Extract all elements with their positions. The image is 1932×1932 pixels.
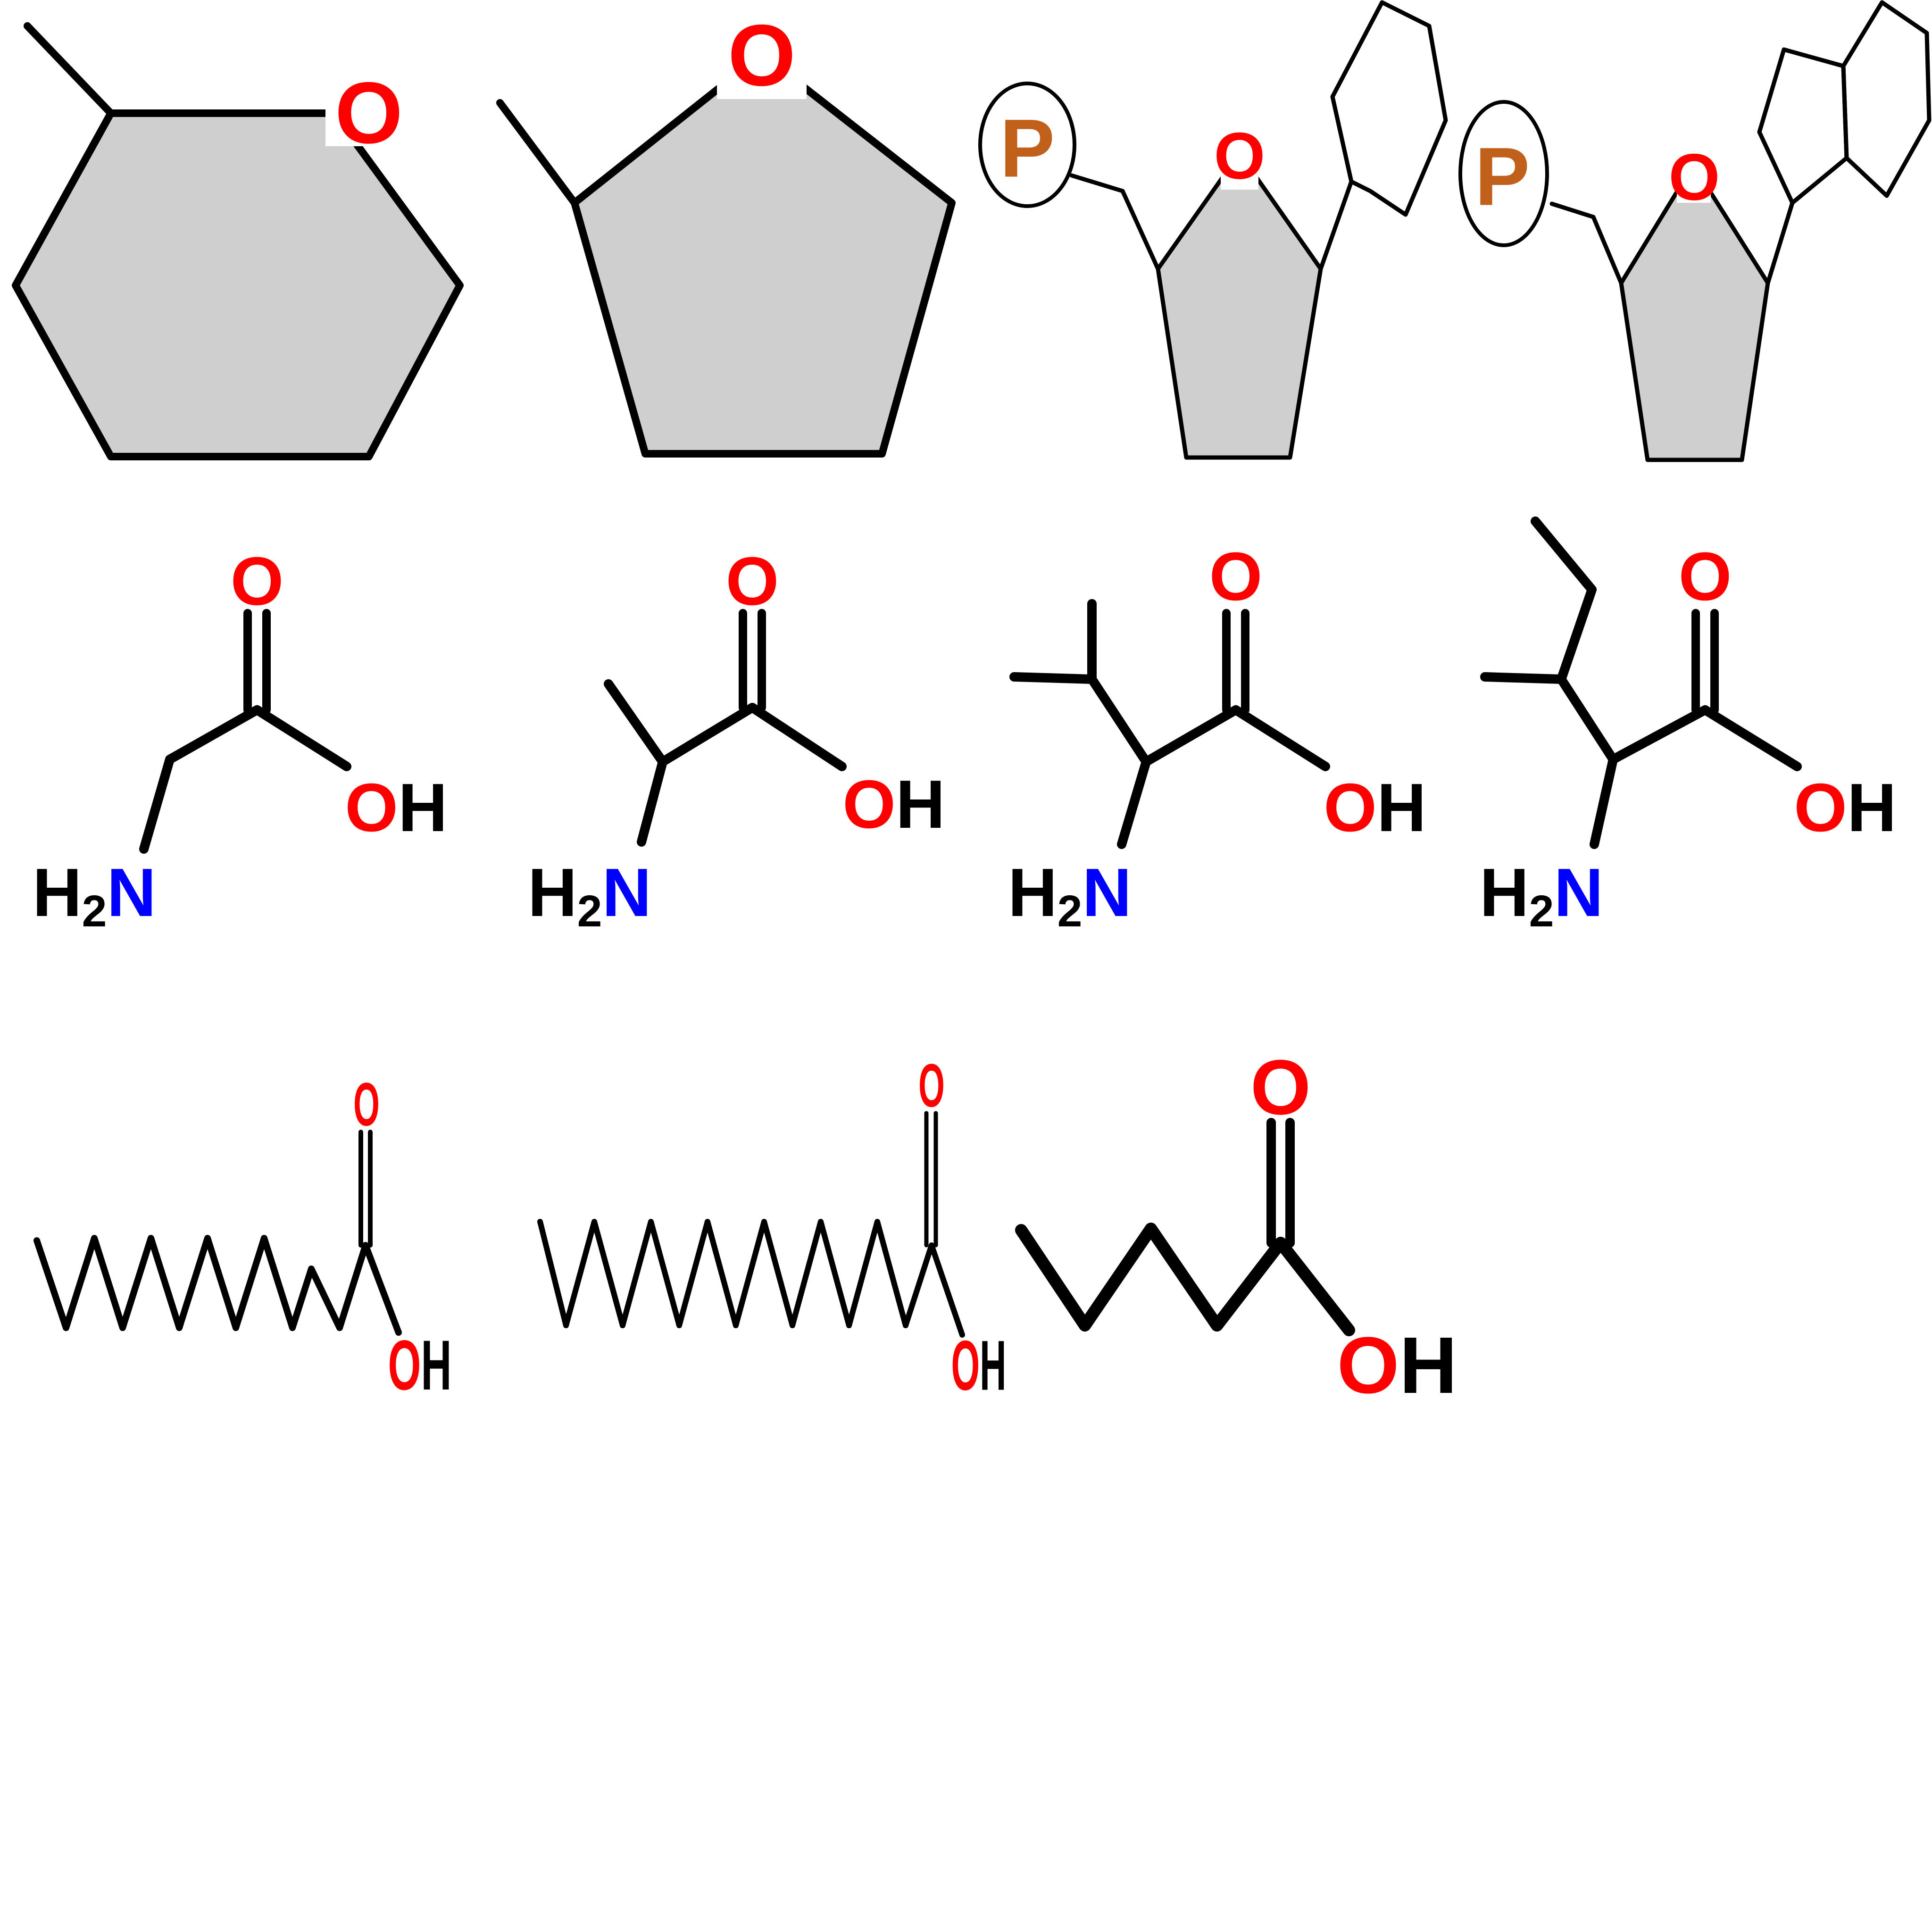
- purine-six-ring: [1841, 0, 1932, 198]
- valine-amine: H2N: [1008, 854, 1132, 936]
- longer-chain-fatty-acid: O OH: [537, 1052, 1007, 1405]
- valine-hydroxyl: OH: [1324, 769, 1426, 846]
- nucleotide-2-oxygen-backdrop: [1677, 142, 1711, 203]
- phosphate-circle: [978, 82, 1076, 208]
- nucleotide-single-ring-base: P O: [978, 0, 1448, 460]
- glycine: O OH H2N: [33, 543, 448, 936]
- longer-chain-oxygen: O: [918, 1052, 945, 1120]
- nucleotide-double-ring-base: P O: [1458, 0, 1932, 462]
- nucleotide-base-link: [1318, 179, 1354, 271]
- long-chain-hydroxyl: OH: [388, 1326, 451, 1405]
- valine-oxygen: O: [1209, 538, 1263, 615]
- isoleucine-hydroxyl: OH: [1794, 769, 1897, 846]
- furanose-oxygen-backdrop: [717, 9, 807, 99]
- valine-backbone: [1117, 705, 1330, 849]
- nucleotide-2-phosphate-link-1: [1591, 215, 1624, 285]
- glycine-oxygen: O: [231, 543, 284, 619]
- phosphate-label: P: [1000, 103, 1055, 195]
- phosphate-2-circle: [1458, 100, 1549, 247]
- nucleotide-2-phosphate-link-2: [1549, 201, 1596, 219]
- nucleotide-2-base-link: [1765, 200, 1795, 285]
- valine-side-chain: [1009, 672, 1151, 766]
- nucleotide-phosphate-link-2: [1069, 173, 1125, 193]
- isoleucine-ethyl-branch: [1531, 516, 1597, 684]
- alanine-hydroxyl: OH: [842, 766, 945, 842]
- short-chain-backbone: [1015, 1223, 1355, 1336]
- isoleucine-backbone: [1590, 705, 1802, 849]
- nucleotide-phosphate-link-1: [1120, 189, 1160, 271]
- nucleotide-2-oxygen-label: O: [1669, 140, 1720, 214]
- furanose-methyl-bond: [496, 99, 578, 207]
- glycine-amine: H2N: [33, 854, 156, 936]
- alanine-backbone: [637, 703, 847, 847]
- isoleucine-oxygen: O: [1679, 538, 1732, 615]
- nucleotide-oxygen-label: O: [1214, 119, 1266, 193]
- long-chain-backbone: [33, 1235, 402, 1336]
- isoleucine: O OH H2N: [1480, 516, 1897, 936]
- long-chain-fatty-acid: O OH: [33, 1071, 452, 1405]
- pyranose-ring: O: [12, 22, 464, 460]
- pyranose-methyl-bond: [24, 22, 115, 117]
- furanose-ring-shape: [571, 50, 956, 458]
- nucleotide-oxygen-backdrop: [1221, 124, 1258, 190]
- pyranose-ring-shape: [12, 109, 464, 460]
- alanine: O OH H2N: [528, 543, 945, 936]
- furanose-ring: O: [496, 7, 956, 458]
- pyranose-oxygen-label: O: [335, 65, 403, 162]
- furanose-oxygen-label: O: [728, 7, 796, 104]
- purine-five-ring: [1757, 47, 1849, 205]
- alanine-methyl: [604, 679, 667, 766]
- valine: O OH H2N: [1008, 538, 1426, 936]
- alanine-oxygen: O: [726, 543, 779, 619]
- alanine-amine: H2N: [528, 854, 651, 936]
- isoleucine-side-chain: [1480, 672, 1618, 764]
- long-chain-oxygen: O: [353, 1071, 380, 1139]
- short-chain-hydroxyl: OH: [1337, 1321, 1457, 1410]
- nucleotide-2-sugar-ring: [1619, 163, 1770, 462]
- longer-chain-hydroxyl: OH: [951, 1326, 1007, 1405]
- glycine-hydroxyl: OH: [345, 769, 448, 846]
- pyranose-oxygen-backdrop: [325, 75, 410, 146]
- glycine-backbone: [139, 705, 351, 854]
- longer-chain-backbone: [537, 1219, 965, 1338]
- isoleucine-amine: H2N: [1480, 854, 1603, 936]
- nucleotide-sugar-ring: [1156, 151, 1323, 460]
- phosphate-2-label: P: [1475, 131, 1530, 223]
- single-ring-base: [1330, 0, 1448, 217]
- short-chain-oxygen: O: [1250, 1044, 1311, 1131]
- short-chain-fatty-acid: O OH: [1015, 1044, 1457, 1410]
